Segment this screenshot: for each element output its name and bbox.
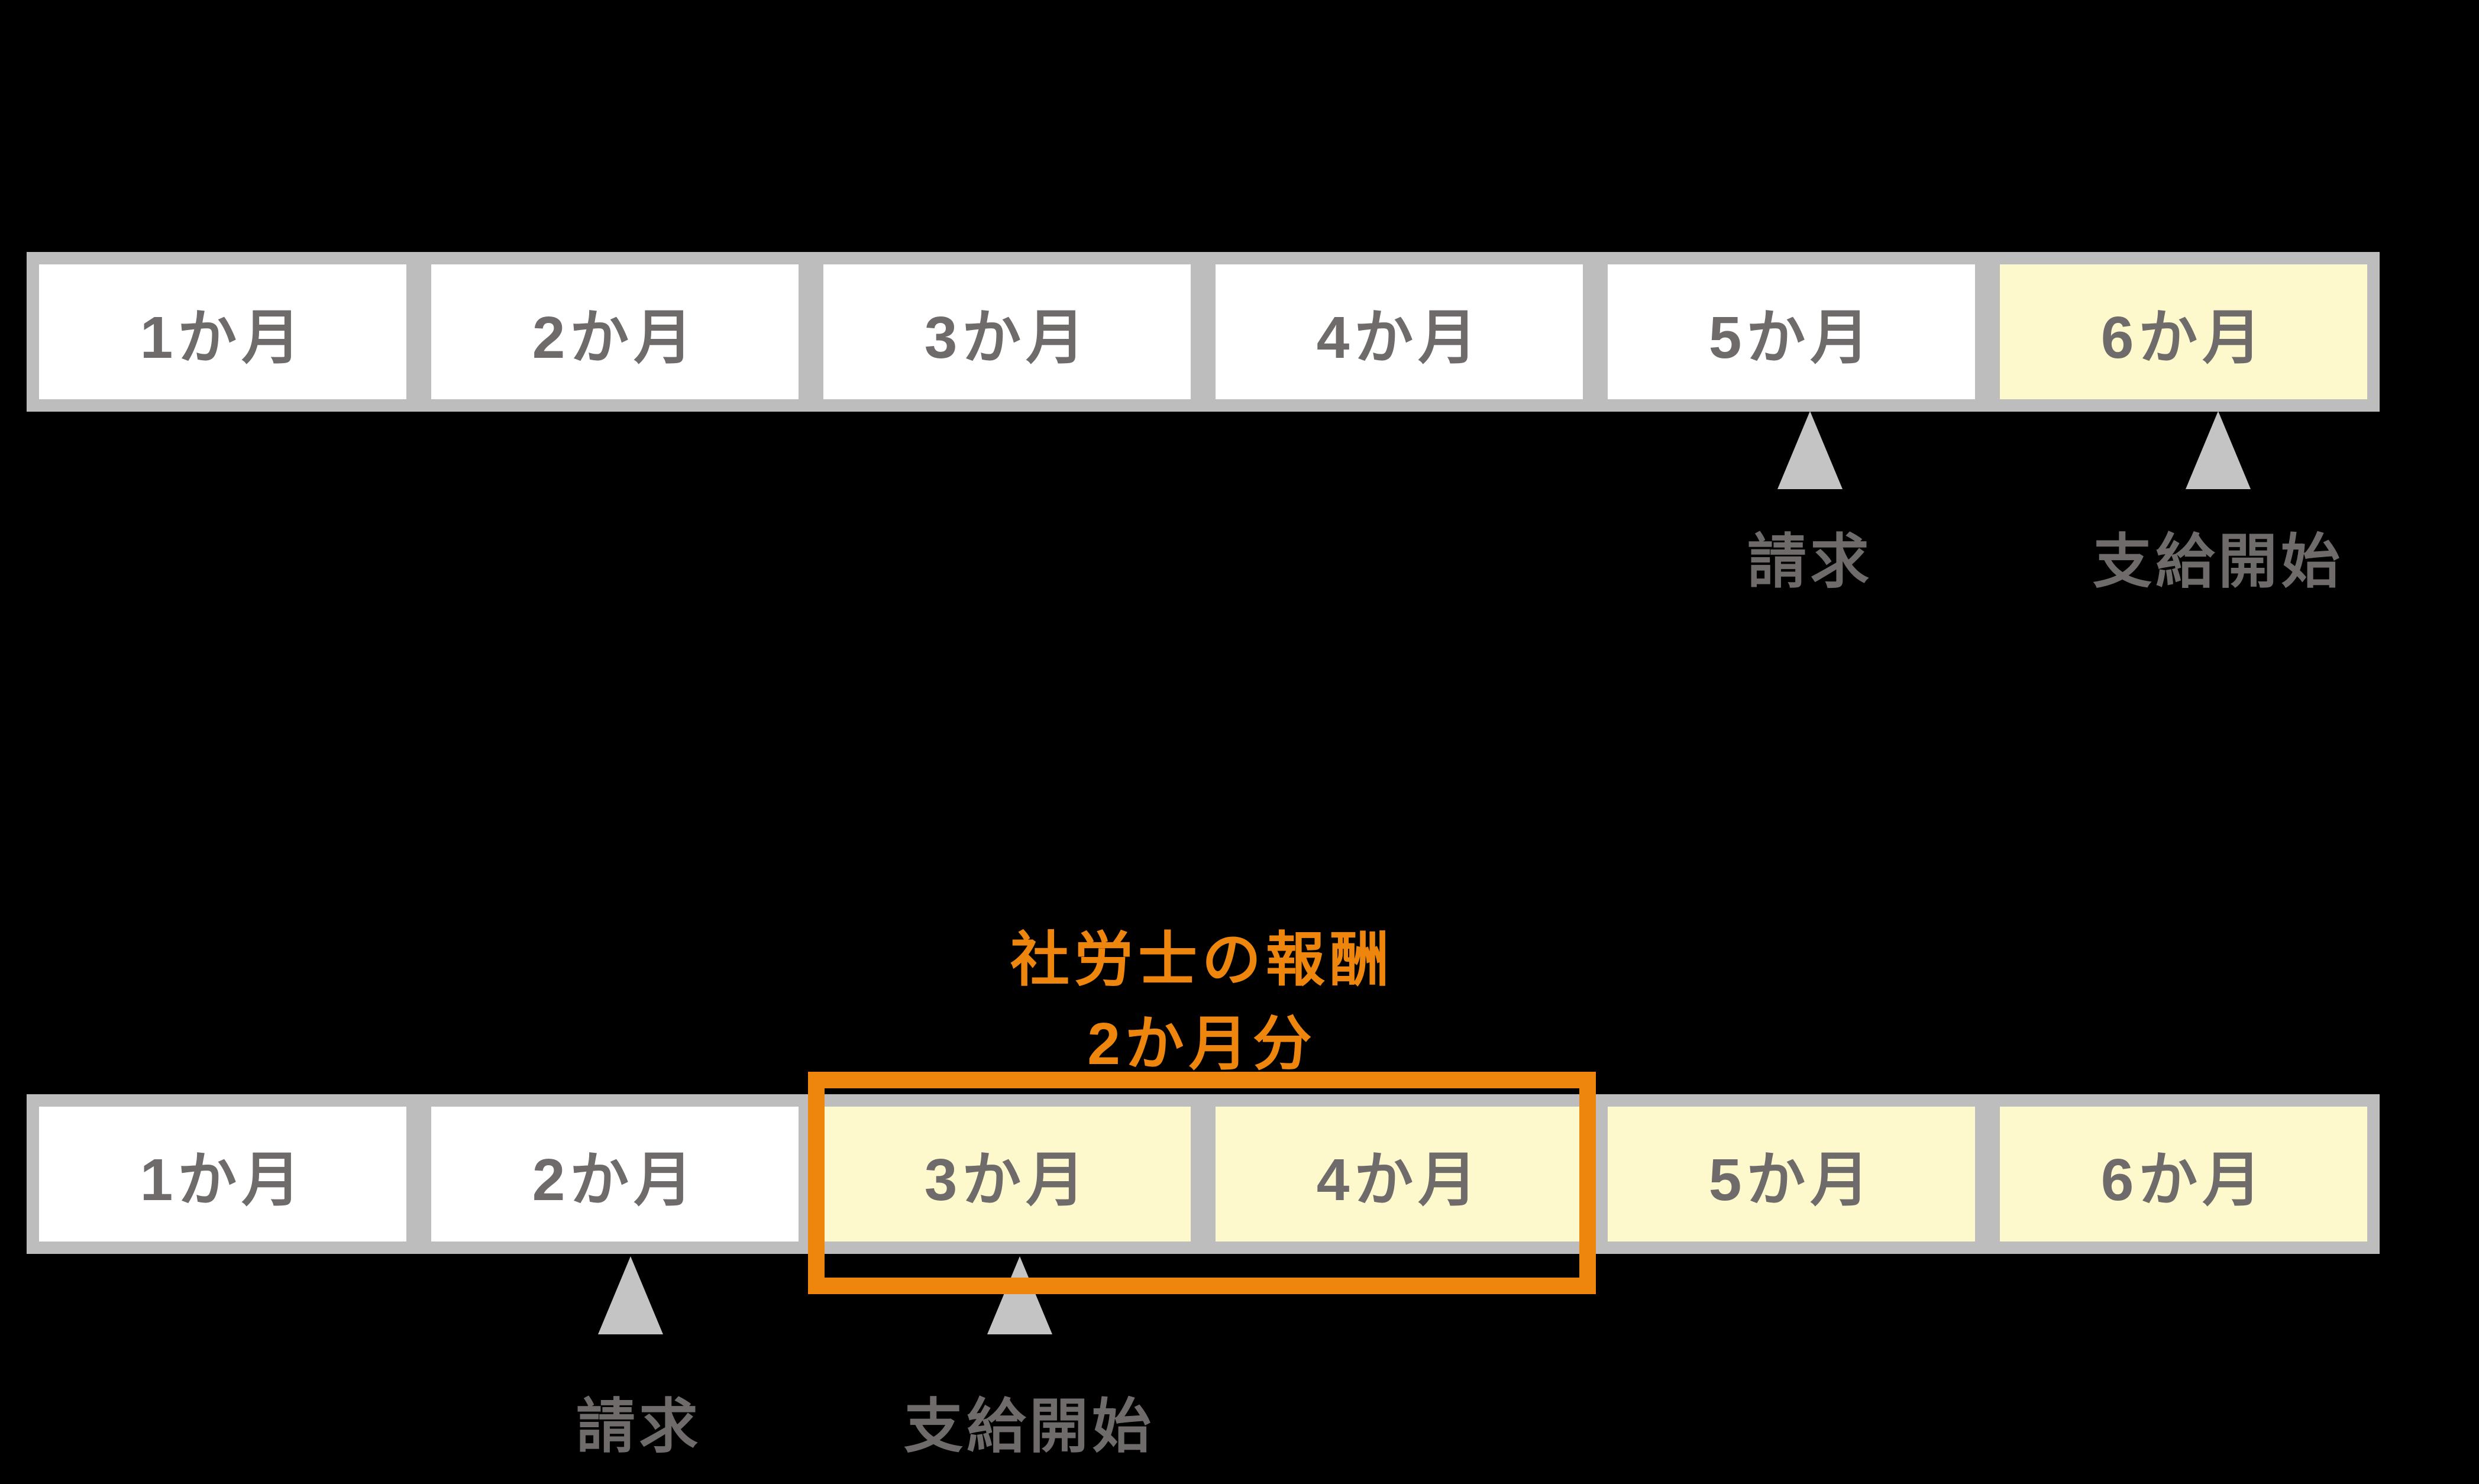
triangle-up-icon: [598, 1256, 663, 1334]
month-cell-label: 4か月: [1316, 304, 1482, 371]
month-cell-label: 6か月: [2100, 304, 2267, 371]
triangle-up-icon: [2186, 411, 2251, 489]
month-cell: 3か月: [811, 252, 1203, 412]
month-cell: 1か月: [27, 252, 419, 412]
month-cell-label: 1か月: [140, 1146, 306, 1213]
payment-start-marker-label: 支給開始: [904, 1394, 1155, 1460]
month-cell-label: 4か月: [1316, 1146, 1482, 1213]
month-cell-label: 3か月: [924, 304, 1090, 371]
bottom-timeline: 1か月 2か月 3か月 4か月 5か月 6か月: [27, 1094, 2380, 1254]
fee-annotation-line1: 社労士の報酬: [1010, 927, 1394, 993]
month-cell-label: 3か月: [924, 1146, 1090, 1213]
month-cell-label: 2か月: [532, 1146, 698, 1213]
month-cell-label: 5か月: [1708, 304, 1874, 371]
triangle-up-icon: [1777, 411, 1843, 489]
month-cell: 1か月: [27, 1094, 419, 1254]
month-cell: 4か月: [1203, 252, 1595, 412]
triangle-up-icon: [987, 1256, 1052, 1334]
month-cell: 2か月: [419, 1094, 811, 1254]
month-cell: 6か月: [1987, 1094, 2380, 1254]
top-timeline: 1か月 2か月 3か月 4か月 5か月 6か月: [27, 252, 2380, 412]
month-cell-label: 6か月: [2100, 1146, 2267, 1213]
month-cell: 6か月: [1987, 252, 2380, 412]
month-cell-label: 2か月: [532, 304, 698, 371]
claim-marker-label: 請求: [1747, 529, 1873, 595]
month-cell: 5か月: [1595, 1094, 1987, 1254]
fee-annotation-line2: 2か月分: [1087, 1011, 1317, 1077]
month-cell-label: 1か月: [140, 304, 306, 371]
fee-highlight-box: [808, 1072, 1596, 1294]
month-cell: 2か月: [419, 252, 811, 412]
month-cell: 5か月: [1595, 252, 1987, 412]
claim-marker-label: 請求: [576, 1394, 702, 1460]
month-cell-label: 5か月: [1708, 1146, 1874, 1213]
fee-annotation: 社労士の報酬 2か月分: [808, 918, 1596, 1086]
payment-start-marker-label: 支給開始: [2093, 529, 2344, 595]
